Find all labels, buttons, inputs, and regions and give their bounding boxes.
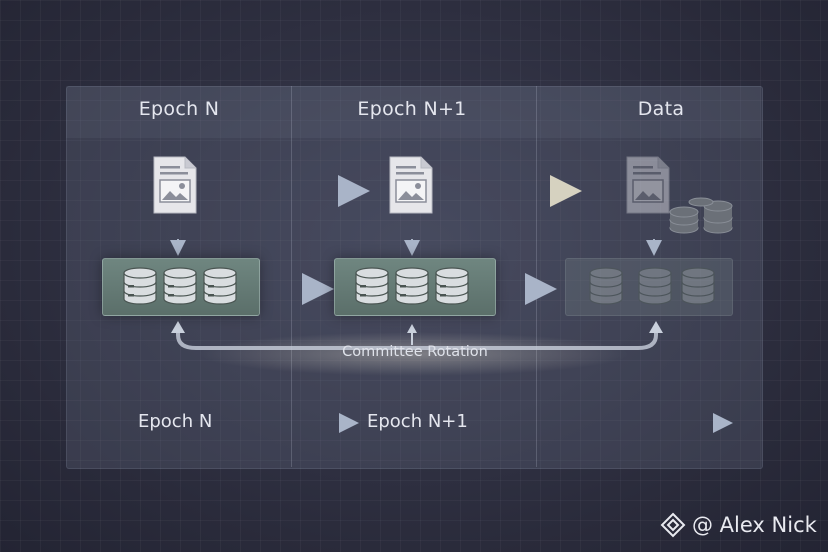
column-title-epoch-n1: Epoch N+1 bbox=[357, 98, 467, 120]
database-icon bbox=[589, 267, 623, 305]
database-icon bbox=[681, 267, 715, 305]
watermark-text: @ Alex Nick bbox=[692, 513, 817, 537]
timeline-label-end: Epoch N+1 bbox=[367, 411, 468, 432]
document-icon bbox=[389, 156, 433, 214]
diamond-logo-icon bbox=[660, 512, 686, 538]
coin-stack-icon bbox=[669, 197, 733, 234]
database-icon bbox=[203, 267, 237, 305]
column-divider bbox=[291, 86, 292, 467]
column-title-data: Data bbox=[637, 98, 685, 120]
header-band bbox=[66, 86, 761, 138]
rotation-glow bbox=[199, 332, 629, 376]
document-icon bbox=[626, 156, 670, 214]
database-icon bbox=[123, 267, 157, 305]
column-title-epoch-n: Epoch N bbox=[138, 98, 220, 120]
timeline-label-start: Epoch N bbox=[138, 411, 213, 432]
chain-block-data bbox=[565, 258, 733, 316]
watermark: @ Alex Nick bbox=[660, 512, 817, 538]
database-icon bbox=[355, 267, 389, 305]
committee-rotation-label: Committee Rotation bbox=[342, 344, 488, 360]
database-icon bbox=[435, 267, 469, 305]
document-icon bbox=[153, 156, 197, 214]
rotation-loop bbox=[176, 325, 658, 350]
database-icon bbox=[395, 267, 429, 305]
database-icon bbox=[638, 267, 672, 305]
database-icon bbox=[163, 267, 197, 305]
